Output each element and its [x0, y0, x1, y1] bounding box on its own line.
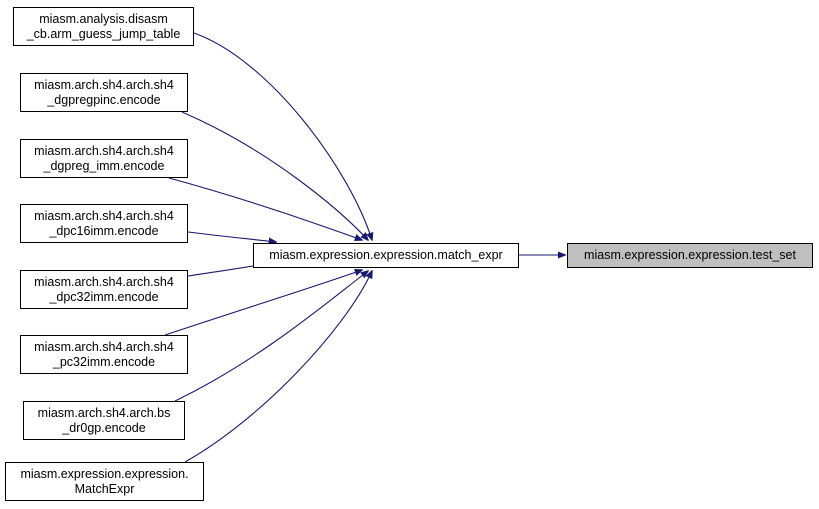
node-label-line: _dgpreg_imm.encode — [43, 158, 165, 173]
node-label-line: _dgpregpinc.encode — [47, 92, 161, 107]
node-label-line: miasm.arch.sh4.arch.sh4 — [34, 208, 174, 223]
node-sh4-dgpregpinc-encode[interactable]: miasm.arch.sh4.arch.sh4_dgpregpinc.encod… — [20, 73, 188, 112]
node-label-line: miasm.analysis.disasm — [39, 11, 168, 26]
node-label-line: miasm.arch.sh4.arch.sh4 — [34, 143, 174, 158]
edge-n_pc32imm-to-n_match_expr — [164, 270, 362, 336]
edge-n_dgpregpinc-to-n_match_expr — [181, 111, 368, 240]
node-label-line: _dr0gp.encode — [62, 420, 146, 435]
node-label-line: miasm.arch.sh4.arch.sh4 — [34, 77, 174, 92]
node-label-line: miasm.expression.expression. — [20, 466, 189, 481]
node-matchexpr-class[interactable]: miasm.expression.expression.MatchExpr — [5, 462, 204, 501]
node-label-line: MatchExpr — [74, 481, 135, 496]
node-match-expr[interactable]: miasm.expression.expression.match_expr — [253, 243, 519, 268]
node-sh4-dpc16imm-encode[interactable]: miasm.arch.sh4.arch.sh4_dpc16imm.encode — [20, 204, 188, 243]
edge-n_arm_guess-to-n_match_expr — [193, 32, 372, 240]
node-label-line: miasm.arch.sh4.arch.sh4 — [34, 339, 174, 354]
node-label-line: _cb.arm_guess_jump_table — [26, 26, 181, 41]
node-sh4-dpc32imm-encode[interactable]: miasm.arch.sh4.arch.sh4_dpc32imm.encode — [20, 270, 188, 309]
node-test-set-current: miasm.expression.expression.test_set — [567, 243, 813, 268]
node-label-line: miasm.expression.expression.match_expr — [269, 248, 503, 262]
node-label-line: _dpc32imm.encode — [49, 289, 159, 304]
node-label-line: miasm.expression.expression.test_set — [584, 248, 796, 262]
node-label-line: miasm.arch.sh4.arch.bs — [37, 405, 171, 420]
node-sh4-dgpreg-imm-encode[interactable]: miasm.arch.sh4.arch.sh4_dgpreg_imm.encod… — [20, 139, 188, 178]
edge-n_bs_dr0gp-to-n_match_expr — [174, 271, 368, 402]
node-bs-dr0gp-encode[interactable]: miasm.arch.sh4.arch.bs_dr0gp.encode — [23, 401, 185, 440]
edge-n_dpc16imm-to-n_match_expr — [187, 231, 276, 242]
node-sh4-pc32imm-encode[interactable]: miasm.arch.sh4.arch.sh4_pc32imm.encode — [20, 335, 188, 374]
node-label-line: _dpc16imm.encode — [49, 223, 159, 238]
node-label-line: _pc32imm.encode — [52, 354, 156, 369]
edge-n_dgpreg_imm-to-n_match_expr — [168, 177, 362, 240]
node-arm-guess-jump-table[interactable]: miasm.analysis.disasm_cb.arm_guess_jump_… — [13, 7, 194, 46]
edge-n_matchexpr_cls-to-n_match_expr — [184, 271, 372, 463]
node-label-line: miasm.arch.sh4.arch.sh4 — [34, 274, 174, 289]
